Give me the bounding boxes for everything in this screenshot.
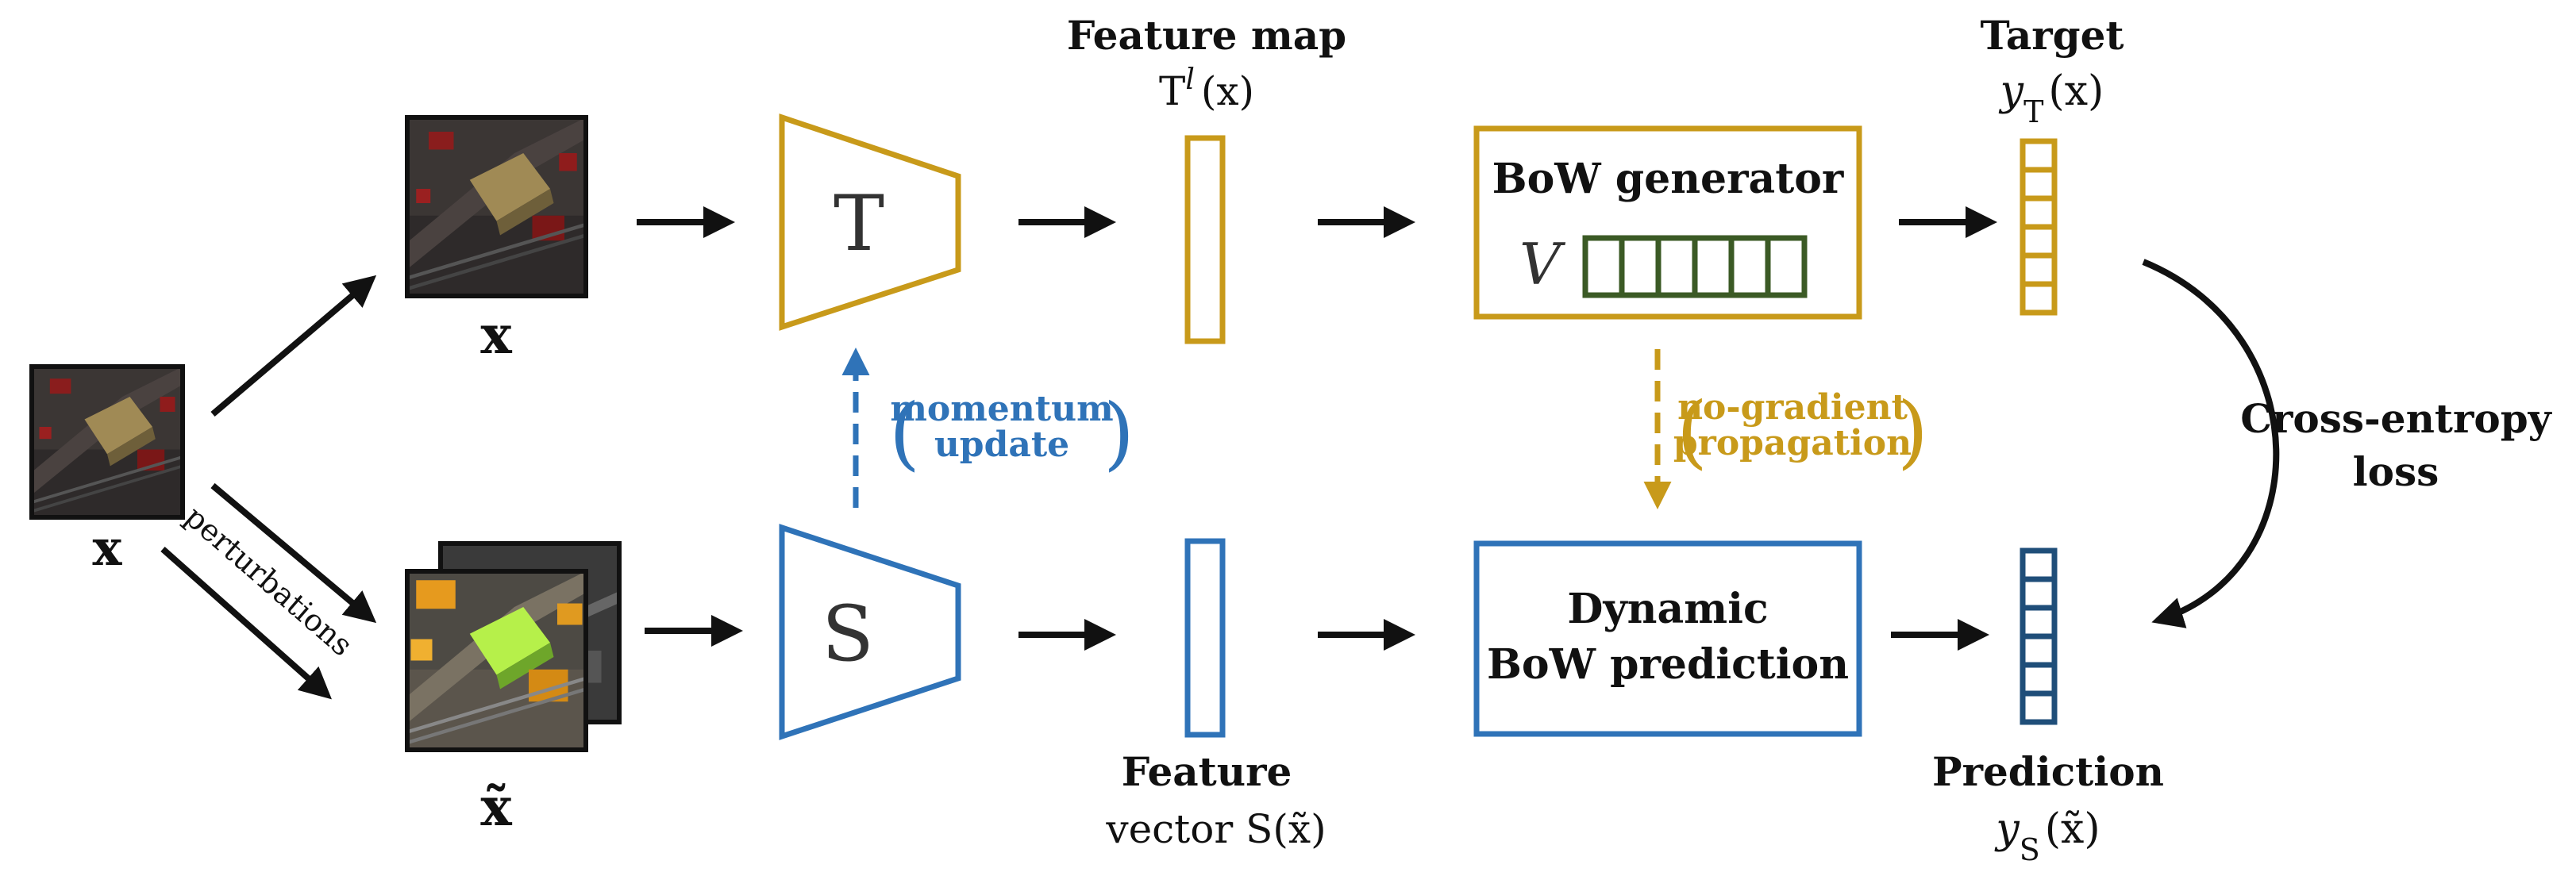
- prediction-histogram-bin: [2020, 605, 2058, 640]
- vocabulary-cell: [1655, 235, 1698, 298]
- no-gradient-line1: no-gradient: [1677, 387, 1908, 428]
- bow-generator-title: BoW generator: [1492, 155, 1844, 203]
- target-histogram: [2020, 138, 2058, 316]
- prediction-notation: yS(x̃): [1994, 805, 2100, 867]
- target-histogram-bin: [2020, 252, 2058, 287]
- target-histogram-bin: [2020, 224, 2058, 259]
- vocabulary-cell: [1765, 235, 1808, 298]
- arrow-input-to-view-bottom-2: [160, 547, 332, 700]
- perturbations-label: perturbations: [178, 499, 359, 663]
- momentum-close-paren: ): [1103, 386, 1134, 479]
- target-title: Target: [1980, 12, 2124, 59]
- arrow-input-to-view-bottom: [210, 482, 377, 624]
- vocabulary-cell: [1728, 235, 1771, 298]
- feature-map-title: Feature map: [1067, 12, 1346, 59]
- loss-line1: Cross-entropy: [2240, 395, 2552, 442]
- vocabulary-symbol: V: [1519, 231, 1566, 298]
- target-histogram-bin: [2020, 138, 2058, 173]
- prediction-histogram-bin: [2020, 547, 2058, 582]
- arrow-input-to-view-top: [210, 275, 377, 417]
- prediction-histogram-bin: [2020, 633, 2058, 668]
- view-top-image: [405, 115, 588, 298]
- target-notation: yT(x): [1999, 67, 2104, 129]
- vocabulary-cell: [1692, 235, 1735, 298]
- view-bottom-label: x̃: [480, 776, 512, 838]
- no-gradient-close-paren: ): [1897, 385, 1928, 478]
- prediction-histogram-bin: [2020, 576, 2058, 611]
- input-image: [29, 364, 185, 520]
- view-top-label: x: [480, 304, 512, 366]
- student-encoder: [779, 524, 961, 740]
- vocabulary-cell: [1582, 235, 1625, 298]
- momentum-line1: momentum: [890, 389, 1113, 429]
- momentum-open-paren: (: [889, 386, 920, 479]
- target-histogram-bin: [2020, 281, 2058, 316]
- dynamic-bow-line1: Dynamic: [1567, 585, 1768, 633]
- loss-line2: loss: [2353, 448, 2439, 495]
- feature-vector-notation: vector S(x̃): [1105, 806, 1326, 852]
- feature-map-notation: Tl(x): [1159, 63, 1254, 115]
- bow-generator-box: [1473, 125, 1862, 320]
- input-image-label: x: [93, 519, 123, 577]
- dynamic-bow-box: [1473, 540, 1862, 737]
- feature-vector-title: Feature: [1122, 748, 1292, 795]
- prediction-histogram-bin: [2020, 690, 2058, 725]
- dynamic-bow-line2: BoW prediction: [1487, 640, 1849, 689]
- feature-map-bar: [1184, 135, 1226, 344]
- no-gradient-open-paren: (: [1677, 385, 1708, 478]
- feature-vector-bar: [1184, 538, 1226, 738]
- student-label: S: [822, 590, 874, 678]
- view-bottom-image: [405, 541, 622, 752]
- cross-entropy-arc: [2142, 259, 2280, 628]
- vocabulary-cell: [1619, 235, 1662, 298]
- target-histogram-bin: [2020, 167, 2058, 202]
- vocabulary-cells: [1582, 235, 1808, 298]
- momentum-line2: update: [934, 424, 1069, 465]
- prediction-histogram-bin: [2020, 662, 2058, 697]
- target-histogram-bin: [2020, 195, 2058, 230]
- prediction-histogram: [2020, 547, 2058, 725]
- prediction-title: Prediction: [1932, 748, 2164, 795]
- no-gradient-line2: propagation: [1673, 423, 1912, 463]
- teacher-label: T: [834, 179, 884, 268]
- teacher-encoder: [779, 113, 961, 331]
